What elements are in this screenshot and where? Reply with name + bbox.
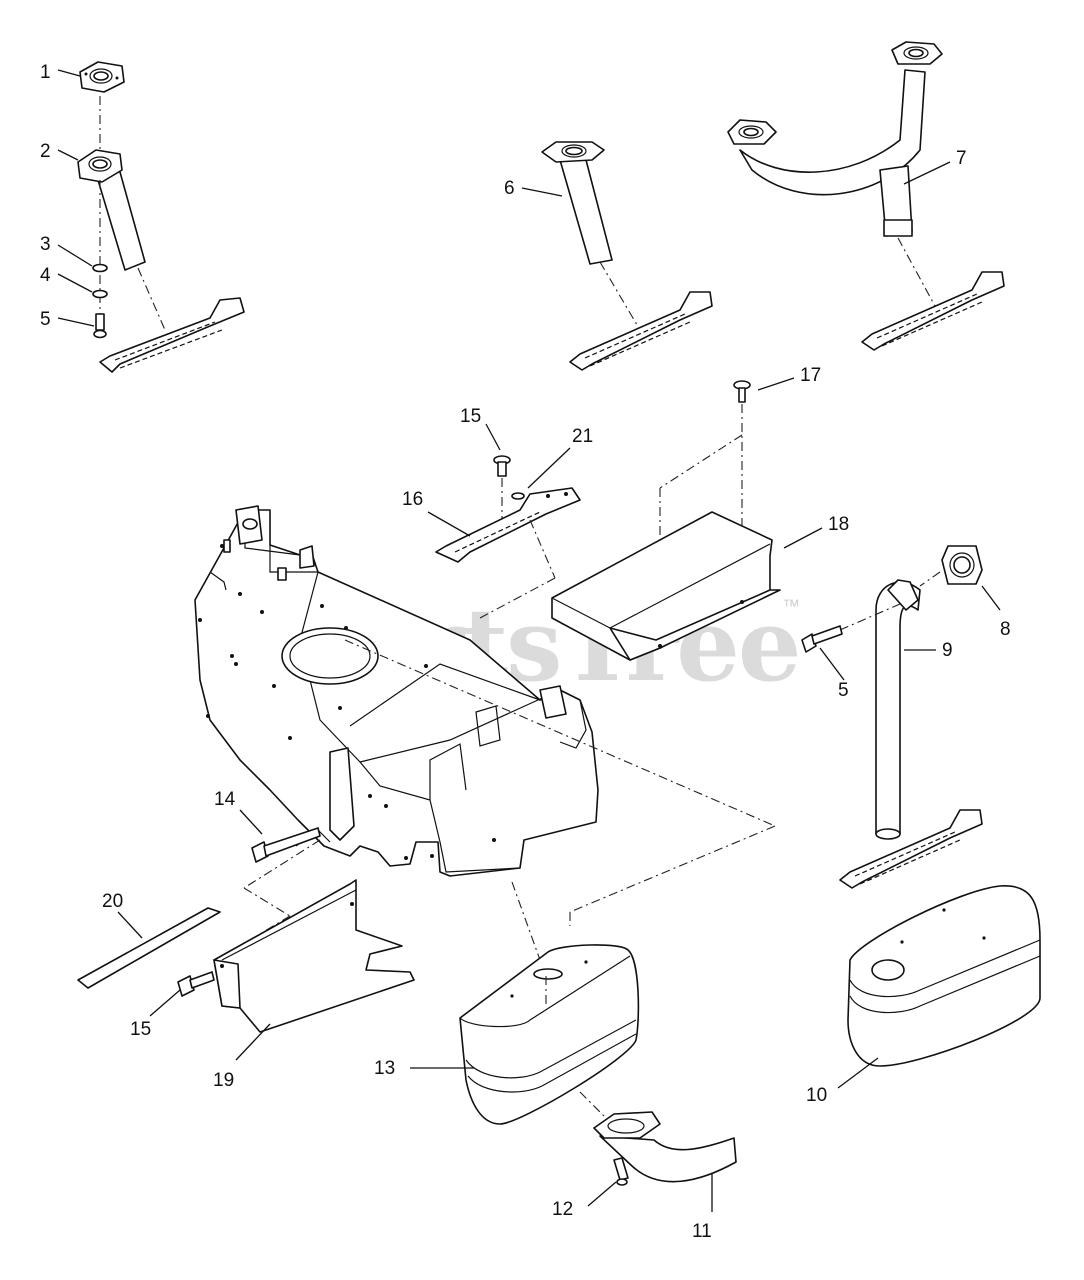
- bracket-right-lower: [839, 809, 983, 889]
- part-11-outlet-pipe: [593, 1111, 737, 1183]
- callout-10: 10: [806, 1085, 827, 1106]
- callout-9: 9: [942, 640, 953, 661]
- bracket-middle: [569, 291, 713, 371]
- callout-13: 13: [374, 1058, 395, 1079]
- part-6-exhaust-pipe: [541, 141, 613, 265]
- leader-lines: [57, 69, 1001, 1212]
- callout-17: 17: [800, 365, 821, 386]
- part-2-exhaust-pipe: [77, 149, 146, 271]
- callout-12: 12: [552, 1199, 573, 1220]
- callout-15-top: 15: [460, 406, 481, 427]
- callout-19: 19: [213, 1070, 234, 1091]
- callouts: 1 2 3 4 5 6 7 15 21 17 16 18 8 9 5 14 20…: [40, 62, 1011, 1242]
- callout-21: 21: [572, 426, 593, 447]
- engine-frame: [194, 505, 599, 877]
- part-9-exhaust-pipe: [875, 579, 921, 840]
- part-10-muffler: [847, 885, 1041, 1067]
- callout-5: 5: [40, 309, 51, 330]
- part-7-y-pipe: [727, 41, 943, 237]
- callout-2: 2: [40, 141, 51, 162]
- callout-16: 16: [402, 489, 423, 510]
- part-18-heat-shield: [551, 511, 781, 661]
- watermark-trademark: ™: [782, 596, 800, 616]
- callout-18: 18: [828, 514, 849, 535]
- callout-11: 11: [692, 1221, 712, 1242]
- callout-20: 20: [102, 891, 123, 912]
- part-12-screw: [613, 1157, 629, 1186]
- part-5-bolt-right: [801, 625, 843, 653]
- part-14-bolt: [251, 827, 321, 863]
- callout-14: 14: [214, 789, 236, 810]
- part-5-bolt: [93, 313, 107, 339]
- part-15-bolt-top: [493, 455, 511, 477]
- part-8-gasket: [941, 545, 983, 585]
- callout-8: 8: [1000, 619, 1011, 640]
- part-17-screw: [733, 380, 751, 403]
- part-16-bracket: [435, 487, 581, 563]
- callout-6: 6: [504, 178, 515, 199]
- bracket-left: [99, 297, 245, 373]
- callout-7: 7: [956, 148, 967, 169]
- part-3-washer: [92, 263, 108, 273]
- callout-15-lower: 15: [130, 1019, 151, 1040]
- callout-5-right: 5: [838, 680, 849, 701]
- part-13-muffler: [459, 944, 640, 1125]
- part-4-lockwasher: [92, 289, 108, 299]
- part-1-gasket: [79, 61, 125, 93]
- part-15-bolt-lower: [177, 971, 215, 997]
- part-21-washer: [511, 492, 525, 500]
- bracket-right-top: [861, 271, 1005, 351]
- callout-3: 3: [40, 234, 51, 255]
- callout-1: 1: [40, 62, 51, 83]
- callout-4: 4: [40, 265, 51, 286]
- part-19-heat-shield: [213, 879, 415, 1033]
- part-20-strip: [77, 907, 221, 989]
